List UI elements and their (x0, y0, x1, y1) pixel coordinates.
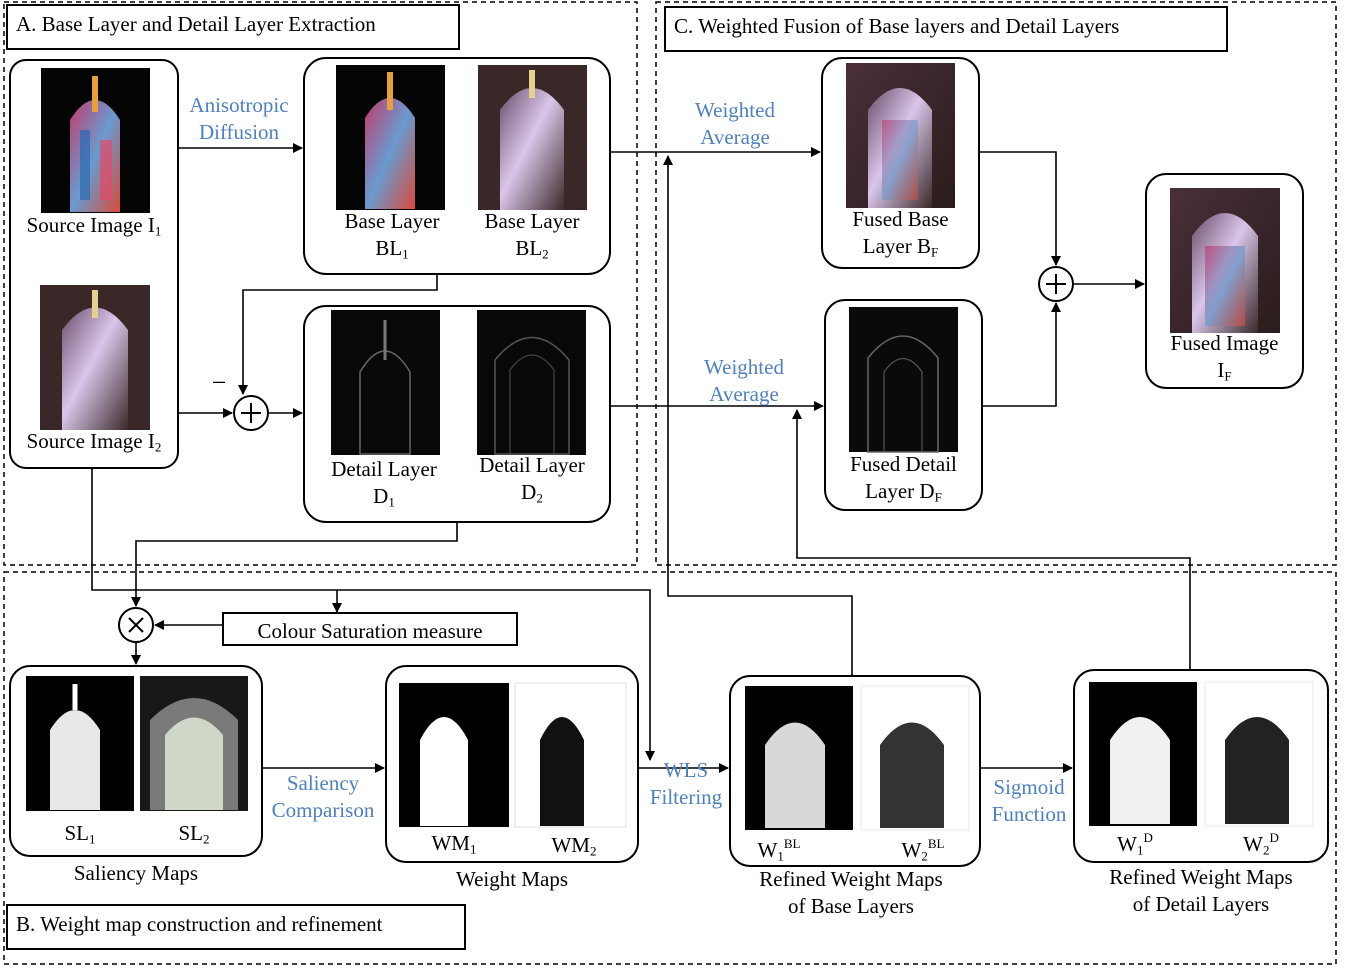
arrow-refined-detail-up (792, 409, 1191, 670)
minus-sign: − (211, 368, 227, 397)
weight-map-2-caption: WM2 (551, 833, 597, 859)
saliency-map-1-thumb (26, 676, 134, 811)
arrow-bl-to-sum (238, 274, 438, 395)
source-image-2-caption: Source Image I2 (26, 429, 162, 455)
colour-saturation-box: Colour Saturation measure (222, 612, 518, 646)
base-layer-2-thumb (478, 65, 587, 210)
arrow-fusedbase-to-sum (979, 151, 1061, 266)
saliency-1-caption: SL1 (64, 821, 96, 847)
arrow-refined-base-up (663, 155, 853, 676)
refined-detail-weight-2-caption: W2D (1243, 830, 1279, 858)
fused-base-thumb (846, 63, 955, 208)
detail-layer-1-thumb (331, 310, 440, 455)
section-b-title: B. Weight map construction and refinemen… (6, 904, 466, 950)
multiply-operator (118, 607, 154, 643)
saliency-maps-caption: Saliency Maps (73, 861, 199, 885)
fused-image-thumb (1170, 188, 1280, 333)
refined-base-weight-2-thumb (860, 685, 970, 831)
sum-operator-final (1038, 266, 1074, 302)
refined-detail-weight-1-caption: W1D (1117, 830, 1153, 858)
weight-map-1-caption: WM1 (431, 831, 477, 857)
sum-operator-1 (233, 395, 269, 431)
weight-map-1-thumb (399, 683, 509, 827)
fused-detail-thumb (849, 307, 958, 453)
arrow-detail-to-multiply (131, 522, 458, 607)
refined-detail-weight-1-thumb (1089, 682, 1197, 826)
section-b-frame (3, 571, 1337, 965)
source-image-2-thumb (40, 285, 150, 430)
refined-base-weight-2-caption: W2BL (901, 836, 945, 864)
arrow-source-down (91, 468, 655, 761)
detail-layer-2-thumb (477, 310, 586, 455)
section-a-frame (3, 1, 638, 566)
arrow-fuseddetail-to-sum (982, 302, 1061, 407)
refined-base-weight-1-caption: W1BL (757, 836, 801, 864)
section-c-title: C. Weighted Fusion of Base layers and De… (664, 6, 1228, 52)
source-image-1-thumb (41, 68, 150, 213)
weight-map-2-thumb (514, 682, 627, 828)
base-layer-1-thumb (336, 65, 445, 210)
refined-base-weight-1-thumb (745, 686, 853, 830)
saliency-2-caption: SL2 (178, 821, 210, 847)
weight-maps-caption: Weight Maps (455, 867, 569, 891)
saliency-map-2-thumb (140, 676, 248, 811)
source-image-1-caption: Source Image I1 (26, 213, 162, 239)
refined-detail-weight-2-thumb (1204, 681, 1314, 827)
section-a-title: A. Base Layer and Detail Layer Extractio… (6, 4, 460, 50)
